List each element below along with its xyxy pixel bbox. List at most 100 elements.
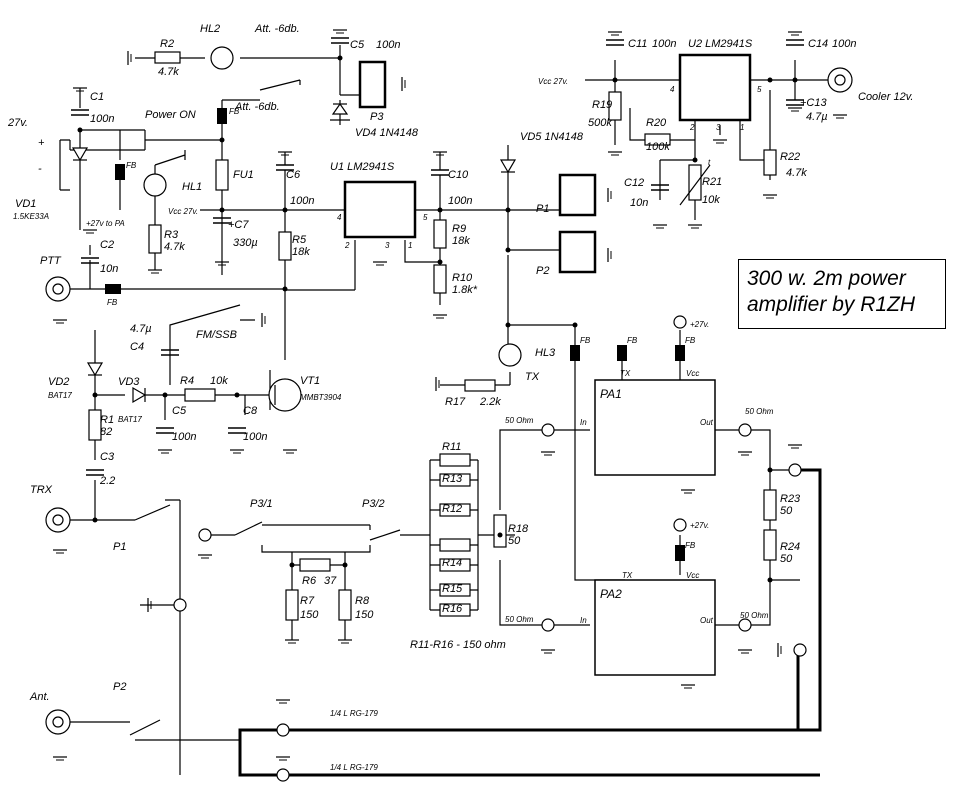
plus27-pa2: +27v. <box>690 521 709 530</box>
pa1-out: Out <box>700 418 714 427</box>
title-line-2: amplifier by R1ZH <box>747 293 916 316</box>
c6-ref: C6 <box>286 169 301 181</box>
u1-pin3: 3 <box>385 241 390 250</box>
c1-ref: C1 <box>90 91 104 103</box>
p31-label: P3/1 <box>250 498 273 510</box>
r9-ref: R9 <box>452 223 466 235</box>
fu1-label: FU1 <box>233 169 254 181</box>
c5-ref: C5 <box>350 39 365 51</box>
plus27-pa1: +27v. <box>690 320 709 329</box>
c11-value: 100n <box>652 38 676 50</box>
p2-relay-label: P2 <box>536 265 549 277</box>
c3-ref: C3 <box>100 451 115 463</box>
c7-ref: +C7 <box>228 219 249 231</box>
c12-value: 10n <box>630 197 648 209</box>
component-labels: R2 4.7k HL2 Att. -6db. Att. -6db. C5 100… <box>7 23 913 772</box>
c11-ref: C11 <box>628 38 647 50</box>
r3-value: 4.7k <box>164 241 185 253</box>
r10-ref: R10 <box>452 272 473 284</box>
c5b-ref: C5 <box>172 405 187 417</box>
r20-value: 100k <box>646 141 670 153</box>
minus-label: - <box>38 163 42 175</box>
c2-value: 10n <box>100 263 118 275</box>
p3-label: P3 <box>370 111 384 123</box>
r10-value: 1.8k* <box>452 284 478 296</box>
vd1-ref: VD1 <box>15 198 36 210</box>
fb-att: FB <box>229 107 240 116</box>
r7-ref: R7 <box>300 595 315 607</box>
r7-value: 150 <box>300 609 319 621</box>
r1-value: 82 <box>100 426 112 438</box>
u1-pin4: 4 <box>337 213 342 222</box>
fb-pa-3: FB <box>685 336 696 345</box>
p2-switch-label: P2 <box>113 681 126 693</box>
ohm50-in-1: 50 Ohm <box>505 416 534 425</box>
r3-ref: R3 <box>164 229 179 241</box>
c1-value: 100n <box>90 113 114 125</box>
u2-pin5: 5 <box>757 85 762 94</box>
r6-ref: R6 <box>302 575 317 587</box>
r21-tcoef: t <box>708 158 711 167</box>
r21-value: 10k <box>702 194 720 206</box>
r4-ref: R4 <box>180 375 194 387</box>
ohm50-out-1: 50 Ohm <box>745 407 774 416</box>
c13-value: 4.7µ <box>806 111 828 123</box>
u1-label: U1 LM2941S <box>330 161 395 173</box>
r8-ref: R8 <box>355 595 370 607</box>
u2-pin2: 2 <box>689 123 695 132</box>
vd3-ref: VD3 <box>118 376 140 388</box>
c4-ref: C4 <box>130 341 144 353</box>
r2-value: 4.7k <box>158 66 179 78</box>
r17-value: 2.2k <box>479 396 501 408</box>
r24-value: 50 <box>780 553 793 565</box>
fm-ssb-label: FM/SSB <box>196 329 237 341</box>
r19-ref: R19 <box>592 99 612 111</box>
u1-pin5: 5 <box>423 213 428 222</box>
ferrite-beads <box>105 108 685 561</box>
hl2-label: HL2 <box>200 23 220 35</box>
rg179-top: 1/4 L RG-179 <box>330 709 378 718</box>
r1-ref: R1 <box>100 414 114 426</box>
ohm50-out-2: 50 Ohm <box>740 611 769 620</box>
vd3-value: BAT17 <box>118 415 142 424</box>
r14-ref: R14 <box>442 557 462 569</box>
pa2-in: In <box>580 616 587 625</box>
c2-ref: C2 <box>100 239 114 251</box>
c8-ref: C8 <box>243 405 258 417</box>
r12-ref: R12 <box>442 503 462 515</box>
ant-label: Ant. <box>29 691 50 703</box>
r4-value: 10k <box>210 375 228 387</box>
pa1-tx-pin: TX <box>620 369 631 378</box>
fb-power: FB <box>126 161 137 170</box>
c5b-value: 100n <box>172 431 196 443</box>
u2-pin3: 3 <box>716 123 721 132</box>
u1-pin1: 1 <box>408 241 412 250</box>
r20-ref: R20 <box>646 117 667 129</box>
att-label-1: Att. -6db. <box>254 23 300 35</box>
pa2-label: PA2 <box>600 587 622 601</box>
pa2-out: Out <box>700 616 714 625</box>
r13-ref: R13 <box>442 473 463 485</box>
r18-ref: R18 <box>508 523 529 535</box>
r24-ref: R24 <box>780 541 800 553</box>
c10-value: 100n <box>448 195 472 207</box>
fb-pa-4: FB <box>685 541 696 550</box>
rg179-bottom: 1/4 L RG-179 <box>330 763 378 772</box>
title-line-1: 300 w. 2m power <box>747 267 906 290</box>
p1-switch-label: P1 <box>113 541 126 553</box>
c4-value: 4.7µ <box>130 323 152 335</box>
vcc-u1-label: Vcc 27v. <box>168 207 198 216</box>
vd5-label: VD5 1N4148 <box>520 131 584 143</box>
power-on-label: Power ON <box>145 109 196 121</box>
title-box: 300 w. 2m power amplifier by R1ZH <box>738 259 946 329</box>
p32-label: P3/2 <box>362 498 385 510</box>
r2-ref: R2 <box>160 38 174 50</box>
r17-ref: R17 <box>445 396 466 408</box>
ohm50-in-2: 50 Ohm <box>505 615 534 624</box>
c14-ref: C14 <box>808 38 828 50</box>
c3-value: 2.2 <box>99 475 115 487</box>
c8-value: 100n <box>243 431 267 443</box>
u2-label: U2 LM2941S <box>688 38 753 50</box>
tx-label: TX <box>525 371 540 383</box>
u2-pin4: 4 <box>670 85 675 94</box>
